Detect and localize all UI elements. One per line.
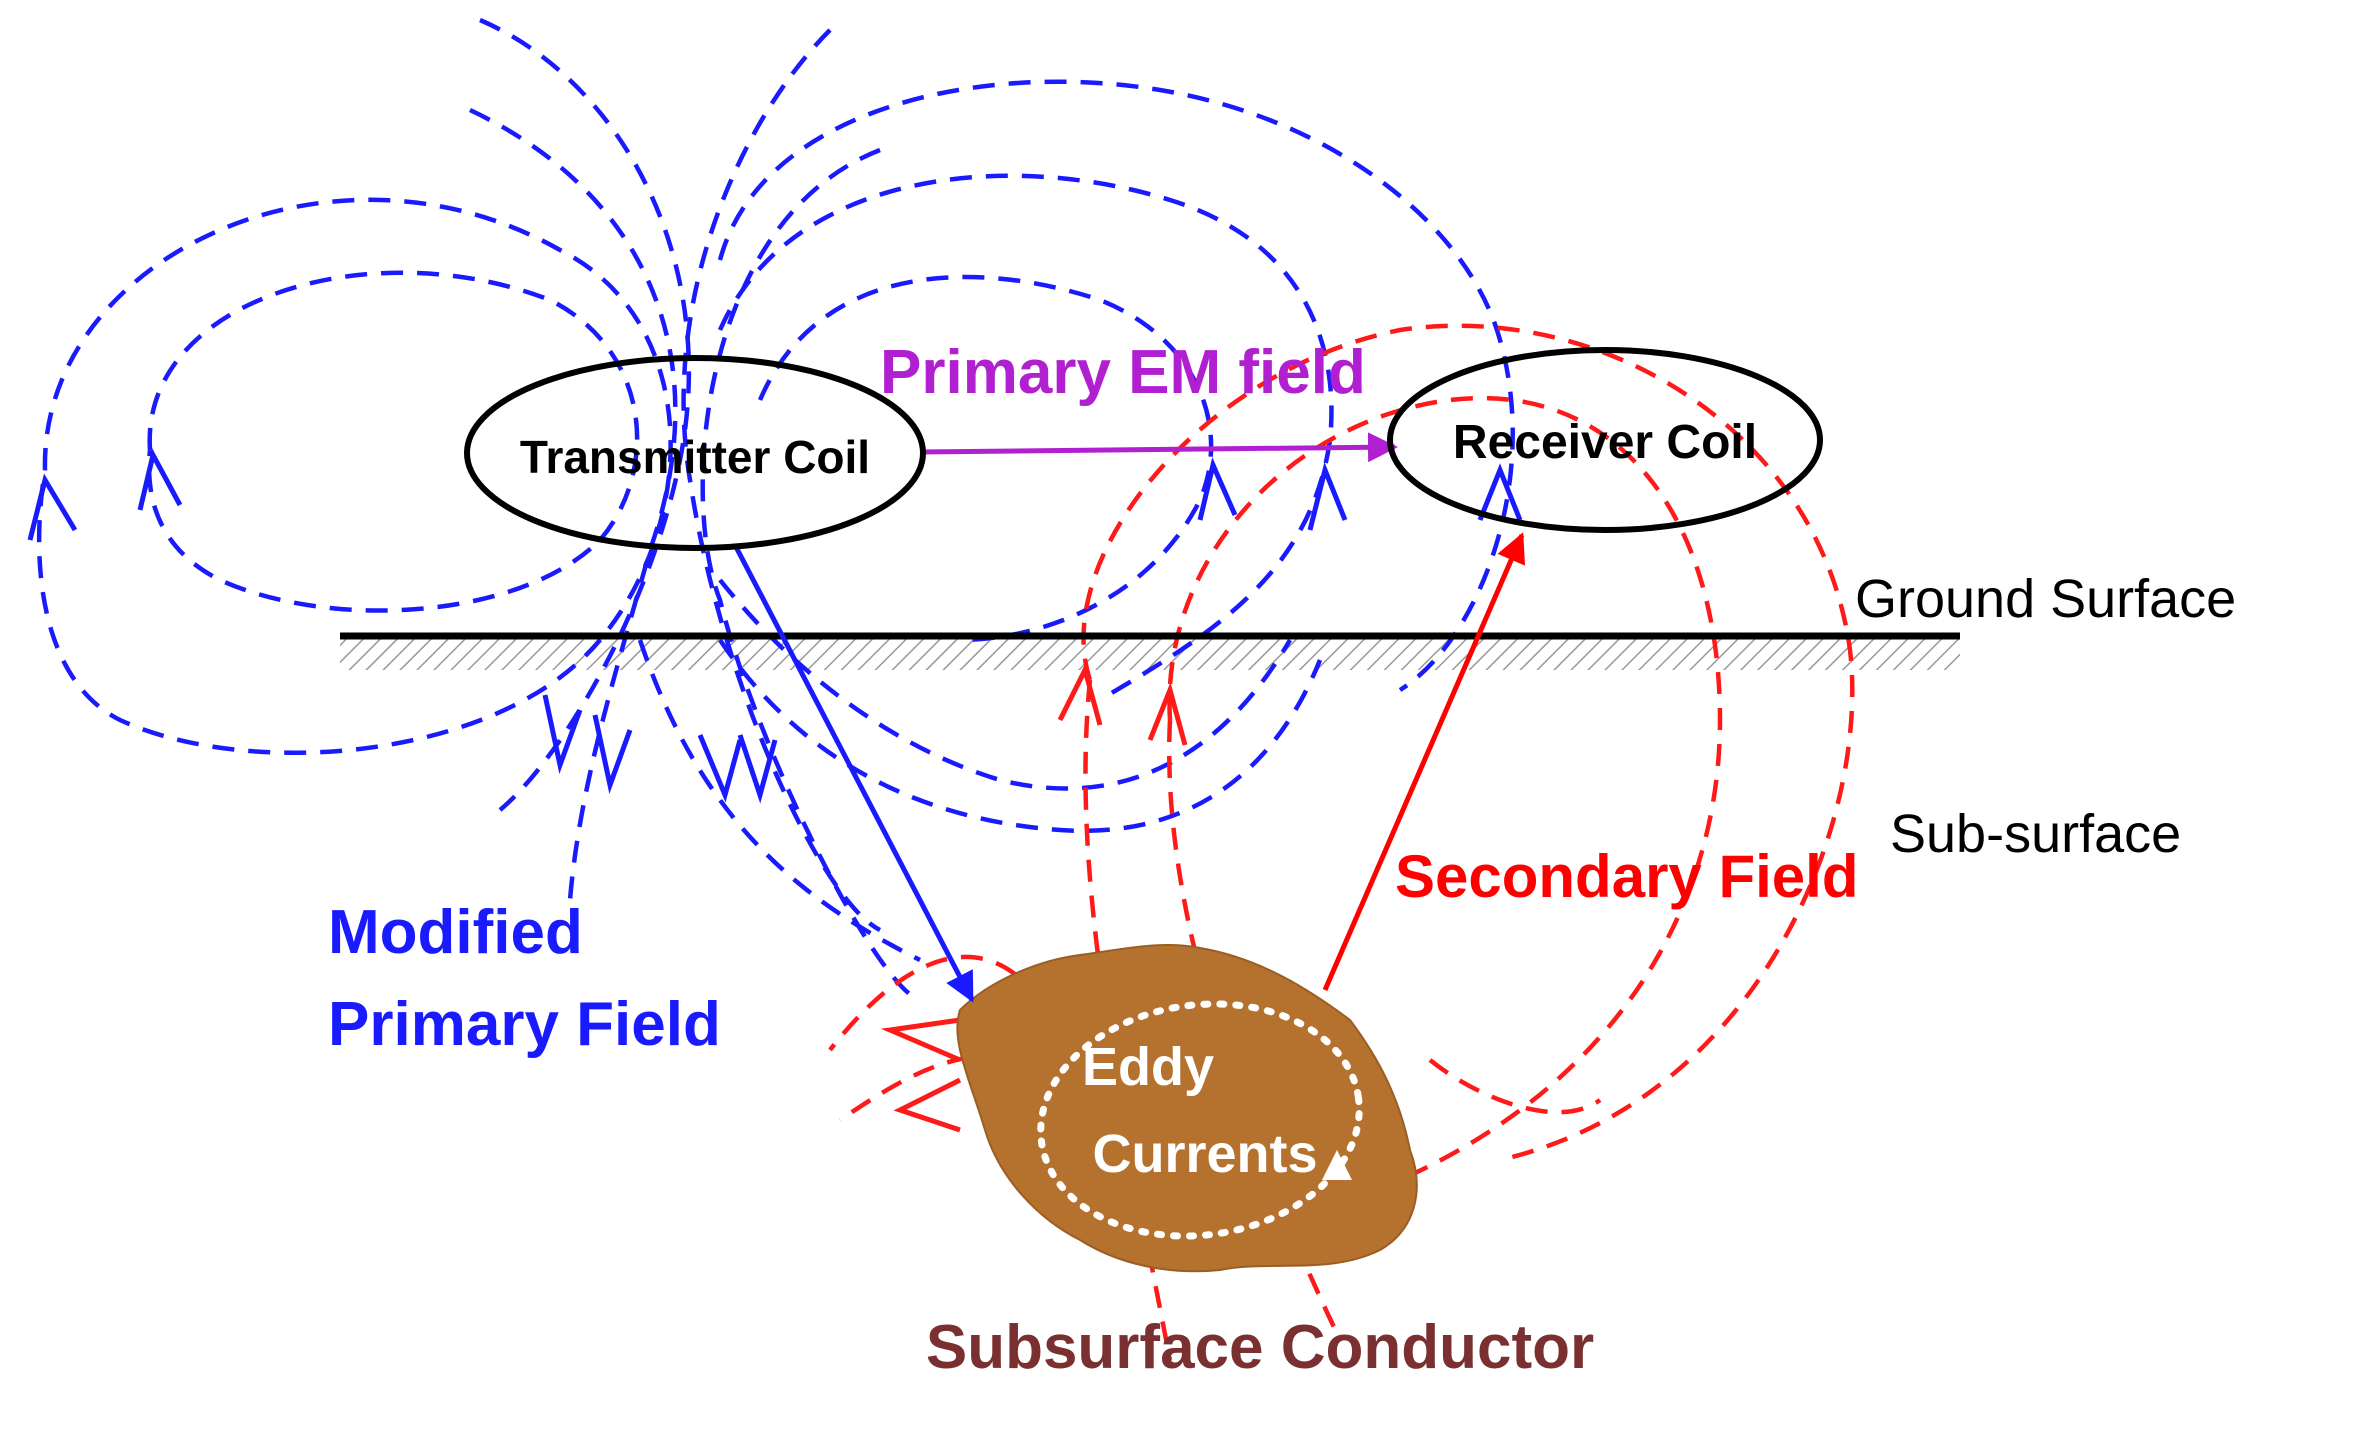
- primary-field-lines: [36, 17, 1515, 1003]
- receiver-coil: [1387, 347, 1823, 533]
- modified-primary-label-line1: Modified: [328, 898, 583, 967]
- primary-field-chevrons: [27, 448, 1523, 804]
- secondary-to-receiver-arrow: [1322, 532, 1526, 991]
- receiver-coil-label: Receiver Coil: [1453, 416, 1757, 469]
- secondary-field-label: Secondary Field: [1395, 843, 1858, 910]
- subsurface-conductor-body: [956, 944, 1418, 1273]
- eddy-current-loop: [1037, 1000, 1363, 1240]
- sub-surface-label: Sub-surface: [1890, 804, 2181, 864]
- transmitter-coil: [464, 355, 926, 551]
- primary-em-field-label: Primary EM field: [880, 338, 1366, 407]
- subsurface-conductor-label: Subsurface Conductor: [926, 1313, 1594, 1382]
- ground-surface-label: Ground Surface: [1855, 569, 2236, 629]
- primary-em-field-arrow: [919, 432, 1398, 463]
- modified-primary-label-line2: Primary Field: [328, 990, 721, 1059]
- eddy-currents-label-line2: Currents: [1092, 1124, 1317, 1184]
- transmitter-coil-label: Transmitter Coil: [520, 431, 870, 483]
- primary-to-conductor-arrow: [732, 543, 975, 1003]
- eddy-currents-label-line1: Eddy: [1082, 1037, 1214, 1097]
- eddy-arrow-icon: [1322, 1150, 1352, 1180]
- secondary-field-chevrons: [880, 663, 1188, 1133]
